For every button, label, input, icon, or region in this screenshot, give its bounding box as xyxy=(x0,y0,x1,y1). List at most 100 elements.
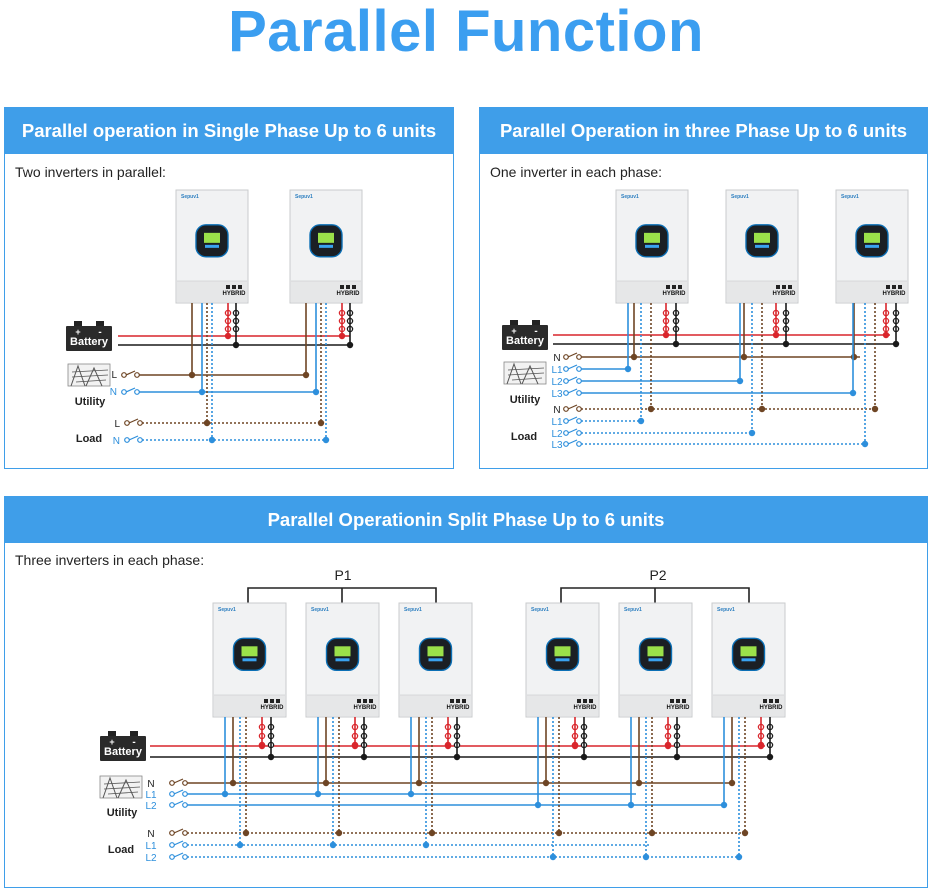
junction-dot xyxy=(317,419,325,427)
breaker-switch xyxy=(173,840,184,846)
breaker-terminal xyxy=(576,390,582,396)
tower-leg xyxy=(521,364,539,385)
junction-dot xyxy=(322,436,330,444)
junction-dot xyxy=(736,377,744,385)
breaker-terminal xyxy=(121,389,127,395)
inverter-lcd-row xyxy=(648,658,663,662)
inverter-unit xyxy=(305,602,380,718)
inverter-unit xyxy=(212,602,287,718)
inverter-lcd-row xyxy=(865,244,879,248)
breaker-terminal xyxy=(137,420,143,426)
junction-dot xyxy=(627,801,635,809)
breaker-switch xyxy=(173,778,184,784)
badge-square xyxy=(670,699,674,703)
inverter-hybrid-badge: HYBRID xyxy=(446,705,470,711)
tower-leg xyxy=(102,776,118,799)
breaker-switch xyxy=(567,428,578,434)
load-line-label: N xyxy=(147,829,154,840)
junction-dot xyxy=(351,742,359,750)
load-line-label: L3 xyxy=(551,440,563,451)
inverter-lcd xyxy=(864,232,880,243)
junction-dot xyxy=(728,779,736,787)
junction-dot xyxy=(329,841,337,849)
breaker-terminal xyxy=(169,854,175,860)
badge-square xyxy=(456,699,460,703)
utility-tower-icon xyxy=(99,775,143,799)
tower-wire xyxy=(103,781,141,785)
tower-wire xyxy=(103,786,141,790)
page-title: Parallel Function xyxy=(228,0,704,64)
battery-body xyxy=(66,326,112,351)
breaker-switch xyxy=(567,376,578,382)
breaker-terminal xyxy=(563,430,569,436)
junction-dot xyxy=(782,340,790,348)
inverter-lcd-row xyxy=(319,244,333,248)
breaker-terminal xyxy=(576,354,582,360)
badge-square xyxy=(775,699,779,703)
junction-dot xyxy=(882,331,890,339)
junction-dot xyxy=(871,405,879,413)
junction-dot xyxy=(198,388,206,396)
badge-square xyxy=(589,699,593,703)
breaker-switch xyxy=(173,852,184,858)
junction-dot xyxy=(772,331,780,339)
badge-square xyxy=(577,699,581,703)
junction-dot xyxy=(224,332,232,340)
inverter-hybrid-badge: HYBRID xyxy=(759,705,783,711)
load-line-label: L2 xyxy=(145,853,157,864)
junction-dot xyxy=(720,801,728,809)
battery-minus: - xyxy=(534,326,537,337)
junction-dot xyxy=(849,389,857,397)
inverter-lcd-row xyxy=(242,658,257,662)
inverter-lcd xyxy=(754,232,770,243)
badge-square xyxy=(898,285,902,289)
group-label-p2: P2 xyxy=(649,567,666,583)
utility-label: Utility xyxy=(107,807,138,819)
junction-dot xyxy=(422,841,430,849)
junction-dot xyxy=(338,332,346,340)
inverter-unit xyxy=(398,602,473,718)
breaker-switch xyxy=(567,404,578,410)
badge-square xyxy=(232,285,236,289)
junction-dot xyxy=(861,440,869,448)
inverter-lcd xyxy=(644,232,660,243)
load-line-label: L1 xyxy=(551,417,563,428)
inverter-hybrid-badge: HYBRID xyxy=(573,705,597,711)
junction-dot xyxy=(428,829,436,837)
breaker-terminal xyxy=(576,378,582,384)
battery-icon xyxy=(502,320,548,350)
badge-square xyxy=(583,699,587,703)
breaker-terminal xyxy=(576,366,582,372)
junction-dot xyxy=(673,753,681,761)
panel-single-phase-header: Parallel operation in Single Phase Up to… xyxy=(5,108,453,154)
badge-square xyxy=(340,285,344,289)
badge-square xyxy=(264,699,268,703)
utility-label: Utility xyxy=(75,396,106,408)
inverter-lcd xyxy=(334,646,351,657)
inverter-lcd-row xyxy=(555,658,570,662)
badge-square xyxy=(678,285,682,289)
breaker-terminal xyxy=(169,802,175,808)
junction-dot xyxy=(662,331,670,339)
battery-terminal xyxy=(74,321,82,327)
junction-dot xyxy=(312,388,320,396)
junction-dot xyxy=(624,365,632,373)
breaker-terminal xyxy=(563,354,569,360)
load-label: Load xyxy=(76,433,102,445)
inverter-hybrid-badge: HYBRID xyxy=(662,291,686,297)
inverter-brand-logo: Sepuv1 xyxy=(624,607,642,613)
panel-three-phase-header: Parallel Operation in three Phase Up to … xyxy=(480,108,927,154)
badge-square xyxy=(346,285,350,289)
junction-dot xyxy=(672,340,680,348)
breaker-terminal xyxy=(182,802,188,808)
junction-dot xyxy=(664,742,672,750)
battery-terminal xyxy=(510,320,518,326)
badge-square xyxy=(270,699,274,703)
badge-square xyxy=(682,699,686,703)
badge-square xyxy=(788,285,792,289)
battery-icon xyxy=(66,321,112,351)
load-line-label: L2 xyxy=(551,429,563,440)
junction-dot xyxy=(534,801,542,809)
junction-dot xyxy=(555,829,563,837)
breaker-terminal xyxy=(563,366,569,372)
